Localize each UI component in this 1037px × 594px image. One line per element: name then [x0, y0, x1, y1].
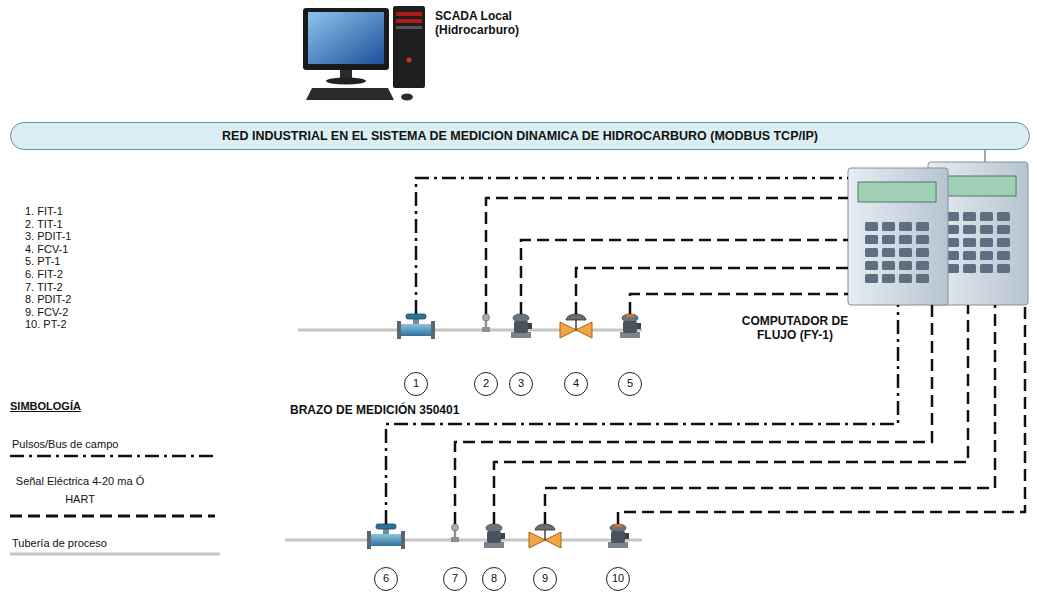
analog-signal-line [630, 294, 848, 314]
pressure-icon [608, 524, 629, 548]
label-box: BRAZO DE MEDICIÓN 350401 [290, 403, 459, 417]
band-label: RED INDUSTRIAL EN EL SISTEMA DE MEDICION… [222, 129, 818, 144]
legend-label: Señal Eléctrica 4-20 ma Ó HART [16, 475, 144, 505]
analog-signal-line [618, 305, 1025, 524]
callout-number: 8 [482, 567, 506, 591]
transmitter-icon [511, 314, 532, 338]
legend-sample [10, 553, 220, 556]
callout-number: 10 [606, 567, 630, 591]
part-list-item: 3. PDIT-1 [25, 230, 71, 243]
callout-number: 2 [474, 372, 498, 396]
pressure-icon [620, 314, 641, 338]
callout-number: 4 [564, 372, 588, 396]
instrument-tag: 4 [561, 314, 591, 396]
label-box: 3. PDIT-1 [25, 230, 71, 243]
node-label: COMPUTADOR DE FLUJO (FY-1) [725, 314, 865, 342]
callout-number: 1 [404, 372, 428, 396]
part-list-item: 7. TIT-2 [25, 281, 63, 294]
instrument-tag: 5 [615, 314, 645, 396]
analog-signal-line [486, 198, 848, 314]
part-list-item: 8. PDIT-2 [25, 293, 71, 306]
pulse-bus-line [416, 178, 848, 314]
network-link [984, 150, 986, 162]
callout-number: 9 [533, 567, 557, 591]
analog-signal-line [494, 305, 968, 524]
node-label: SCADA Local (Hidrocarburo) [435, 9, 553, 37]
callout-number: 6 [374, 567, 398, 591]
flowmeter-icon [397, 314, 435, 339]
label-box: 8. PDIT-2 [25, 293, 71, 306]
callout-number: 3 [509, 372, 533, 396]
valve-icon [560, 314, 592, 338]
part-list-item: 2. TIT-1 [25, 218, 63, 231]
part-list-item: 5. PT-1 [25, 255, 60, 268]
analog-signal-line [455, 305, 932, 524]
instrument-tag: 2 [471, 314, 501, 396]
part-list-item: 4. FCV-1 [25, 243, 68, 256]
instrument-tag: 6 [371, 524, 401, 591]
label-box: SIMBOLOGÍA [10, 400, 81, 413]
part-list-item: 6. FIT-2 [25, 268, 63, 281]
label-box: 2. TIT-1 [25, 218, 63, 231]
instrument-tag: 7 [440, 524, 470, 591]
flow-computer-icon [848, 162, 1028, 305]
callout-number: 5 [618, 372, 642, 396]
legend-sample [10, 515, 215, 518]
analog-signal-line [521, 240, 848, 314]
label-box: 5. PT-1 [25, 255, 60, 268]
part-list-item: 1. FIT-1 [25, 205, 63, 218]
part-list-item: 9. FCV-2 [25, 306, 68, 319]
temperature-icon [482, 314, 490, 332]
legend-heading: SIMBOLOGÍA [10, 400, 81, 413]
legend-label: Tubería de proceso [12, 537, 107, 549]
legend-label: Pulsos/Bus de campo [12, 438, 118, 450]
scada-computer: SCADA Local (Hidrocarburo) [300, 5, 430, 105]
flow-computer: COMPUTADOR DE FLUJO (FY-1) [848, 162, 1030, 305]
computer-icon [303, 6, 425, 101]
label-box: COMPUTADOR DE FLUJO (FY-1) [725, 314, 865, 342]
valve-icon [529, 524, 561, 548]
analog-signal-line [545, 305, 995, 524]
label-box: 10. PT-2 [25, 318, 67, 331]
pulse-bus-line [386, 305, 898, 524]
label-box: 4. FCV-1 [25, 243, 68, 256]
label-box: 1. FIT-1 [25, 205, 63, 218]
legend-sample [10, 455, 215, 458]
instrument-tag: 9 [530, 524, 560, 591]
label-box: SCADA Local (Hidrocarburo) [435, 9, 553, 37]
instrument-tag: 10 [603, 524, 633, 591]
analog-signal-line [576, 268, 848, 314]
instrument-tag: 1 [401, 314, 431, 396]
legend-entry: Tubería de proceso [12, 533, 212, 551]
network-band: RED INDUSTRIAL EN EL SISTEMA DE MEDICION… [10, 122, 1030, 150]
temperature-icon [451, 524, 459, 542]
label-box: 9. FCV-2 [25, 306, 68, 319]
legend-entry: Pulsos/Bus de campo [12, 434, 212, 452]
callout-number: 7 [443, 567, 467, 591]
instrument-tag: 3 [506, 314, 536, 396]
transmitter-icon [484, 524, 505, 548]
label-box: 6. FIT-2 [25, 268, 63, 281]
instrument-tag: 8 [479, 524, 509, 591]
label-box: 7. TIT-2 [25, 281, 63, 294]
part-list-item: 10. PT-2 [25, 318, 67, 331]
arm-title: BRAZO DE MEDICIÓN 350401 [290, 403, 459, 417]
process-pipe [285, 330, 642, 540]
flowmeter-icon [367, 524, 405, 549]
legend-entry: Señal Eléctrica 4-20 ma Ó HART [10, 471, 150, 507]
